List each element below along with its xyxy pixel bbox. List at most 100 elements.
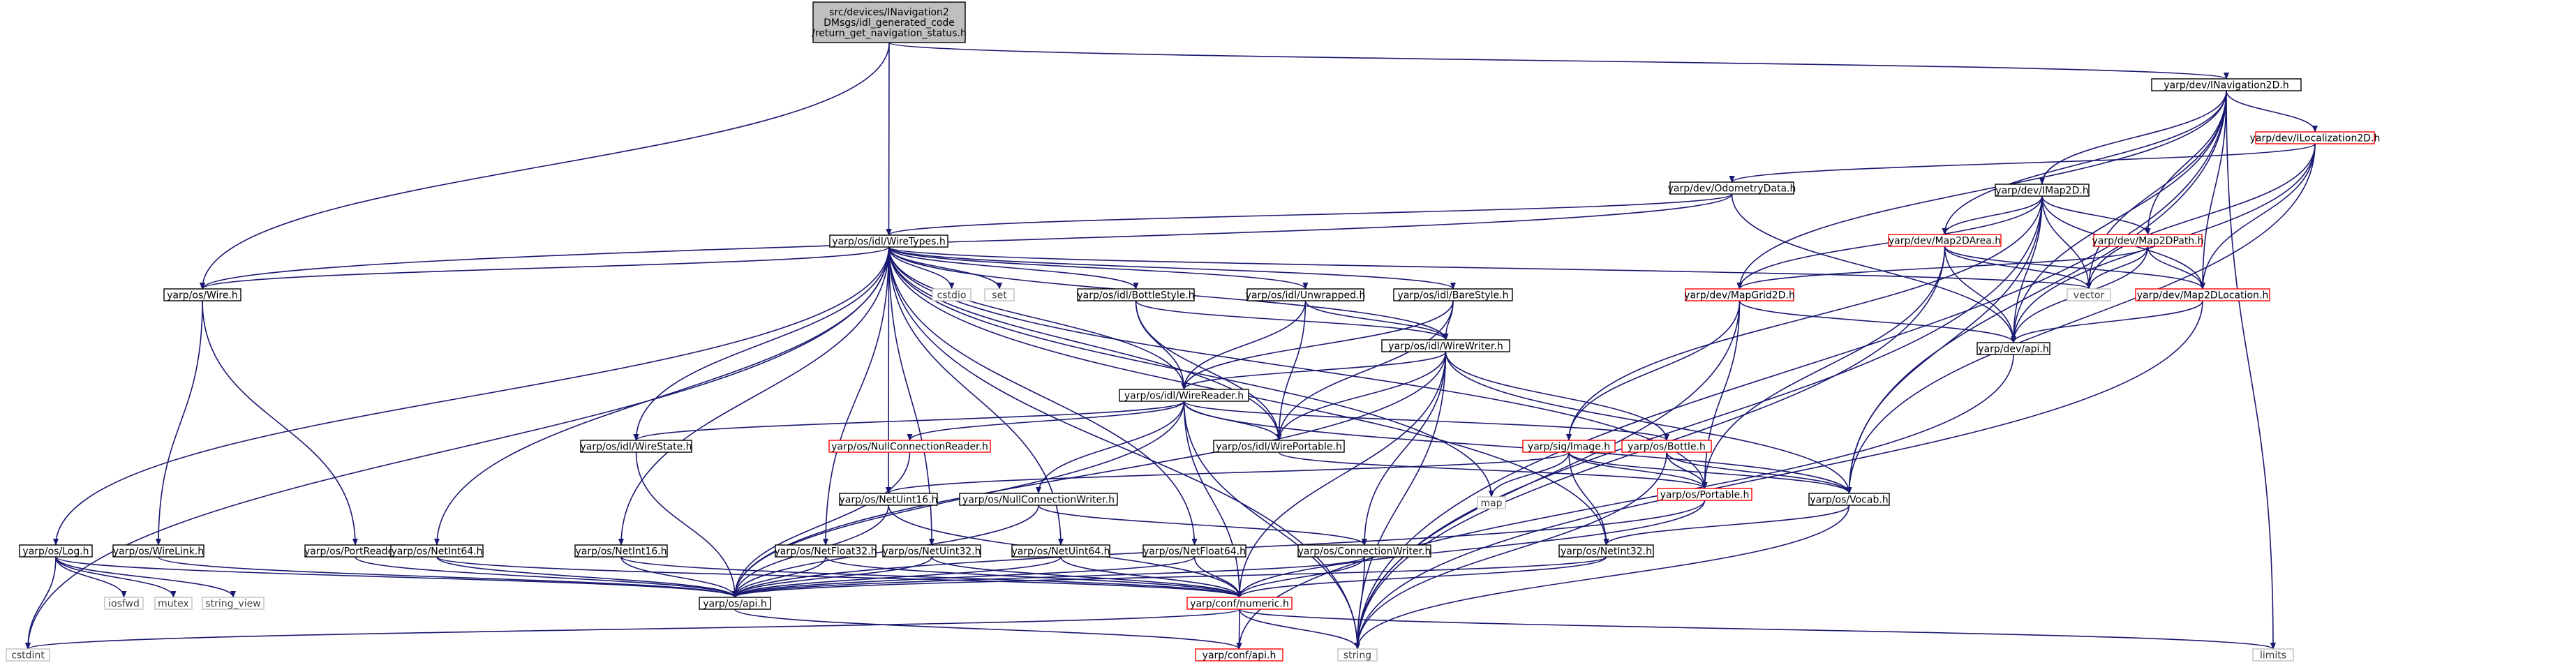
node-imap2d[interactable]: yarp/dev/IMap2D.h	[1995, 184, 2090, 197]
node-bottlestyle[interactable]: yarp/os/idl/BottleStyle.h	[1077, 288, 1195, 301]
node-nullconnwriter[interactable]: yarp/os/NullConnectionWriter.h	[959, 493, 1118, 506]
node-vocab[interactable]: yarp/os/Vocab.h	[1808, 493, 1890, 506]
edge-odom-to-devapi	[1731, 193, 2016, 343]
edge-bottlestyle-to-wirereader	[1135, 300, 1187, 390]
node-devapi[interactable]: yarp/dev/api.h	[1976, 342, 2050, 355]
node-wirelink[interactable]: yarp/os/WireLink.h	[112, 544, 204, 558]
node-netint32[interactable]: yarp/os/NetInt32.h	[1558, 544, 1654, 558]
node-box	[932, 288, 971, 301]
node-netuint32[interactable]: yarp/os/NetUint32.h	[882, 544, 981, 558]
edge-log-to-cstdint	[25, 556, 57, 650]
node-numeric[interactable]: yarp/conf/numeric.h	[1186, 597, 1293, 610]
edge-map2dpath-to-map2dloc	[2147, 246, 2205, 290]
node-confapi[interactable]: yarp/conf/api.h	[1195, 648, 1283, 662]
node-label: yarp/os/NetUint64.h	[1011, 546, 1110, 558]
node-wiretypes[interactable]: yarp/os/idl/WireTypes.h	[829, 234, 948, 248]
edge-wiretypes-to-netfloat32	[823, 246, 890, 546]
node-barestyle[interactable]: yarp/os/idl/BareStyle.h	[1393, 288, 1513, 301]
node-label: yarp/conf/api.h	[1203, 650, 1276, 662]
edge-wiretypes-to-wirestate	[633, 246, 890, 441]
node-label: yarp/conf/numeric.h	[1190, 599, 1289, 610]
edge-inav2d-to-map2darea	[1942, 90, 2227, 235]
edge-numeric-to-string	[1239, 608, 1360, 650]
node-string: string	[1337, 648, 1378, 662]
node-netuint64[interactable]: yarp/os/NetUint64.h	[1011, 544, 1110, 558]
edge-mapgrid2d-to-portable	[1702, 300, 1741, 489]
edge-map2dpath-to-mapgrid2d	[1736, 246, 2149, 290]
node-wirereader[interactable]: yarp/os/idl/WireReader.h	[1119, 389, 1249, 402]
edge-unwrapped-to-wirereader	[1181, 300, 1306, 390]
node-label: yarp/dev/IMap2D.h	[1995, 186, 2088, 197]
node-label: yarp/dev/INavigation2D.h	[2164, 80, 2288, 91]
node-bottle[interactable]: yarp/os/Bottle.h	[1621, 440, 1712, 453]
edge-root-to-inav2d	[888, 42, 2229, 80]
node-label: yarp/os/NetFloat64.h	[1143, 546, 1246, 558]
edge-imap2d-to-vector	[2041, 195, 2092, 290]
node-iloc2d[interactable]: yarp/dev/ILocalization2D.h	[2250, 131, 2381, 144]
edge-wiretypes-to-bottlestyle	[888, 246, 1139, 290]
edge-wiretypes-to-wire	[200, 246, 890, 290]
node-label: vector	[2074, 290, 2105, 301]
node-box	[984, 288, 1015, 301]
node-box	[699, 597, 771, 610]
node-netfloat32[interactable]: yarp/os/NetFloat32.h	[774, 544, 877, 558]
node-label: cstdio	[937, 290, 967, 301]
edge-netuint64-to-osapi	[732, 556, 1062, 598]
node-netint64[interactable]: yarp/os/NetInt64.h	[390, 544, 484, 558]
edge-barestyle-to-wirereader	[1181, 300, 1454, 390]
node-root[interactable]: src/devices/INavigation2DMsgs/idl_genera…	[812, 1, 967, 43]
node-odom[interactable]: yarp/dev/OdometryData.h	[1668, 181, 1796, 195]
node-label: yarp/os/NetUint16.h	[839, 495, 937, 506]
edge-inav2d-to-map2dpath	[2145, 90, 2227, 235]
node-wirewriter[interactable]: yarp/os/idl/WireWriter.h	[1381, 339, 1510, 352]
node-label: yarp/os/NetInt32.h	[1561, 546, 1652, 558]
node-netint16[interactable]: yarp/os/NetInt16.h	[574, 544, 668, 558]
node-image[interactable]: yarp/sig/Image.h	[1522, 440, 1616, 453]
edge-image-to-netuint16	[886, 451, 1570, 494]
edge-unwrapped-to-wireportable	[1276, 300, 1306, 441]
edge-inav2d-to-devapi	[2011, 90, 2227, 343]
edge-inav2d-to-limits	[2226, 90, 2276, 650]
edge-wire-to-wirelink	[156, 300, 203, 546]
node-map2dpath[interactable]: yarp/dev/Map2DPath.h	[2092, 234, 2204, 247]
node-box	[1077, 288, 1195, 301]
node-wire[interactable]: yarp/os/Wire.h	[163, 288, 241, 301]
edge-wirewriter-to-osapi	[732, 351, 1447, 598]
node-label: yarp/dev/api.h	[1978, 344, 2048, 355]
node-wirestate[interactable]: yarp/os/idl/WireState.h	[580, 440, 692, 453]
edge-connwriter-to-string	[1355, 556, 1365, 650]
node-netfloat64[interactable]: yarp/os/NetFloat64.h	[1142, 544, 1246, 558]
node-inav2d[interactable]: yarp/dev/INavigation2D.h	[2151, 78, 2302, 91]
edge-wiretypes-to-netint64	[434, 246, 890, 546]
edge-imap2d-to-image	[1566, 195, 2043, 441]
edge-inav2d-to-map2dloc	[2200, 90, 2227, 290]
edge-mapgrid2d-to-image	[1566, 300, 1741, 441]
node-label: yarp/dev/MapGrid2D.h	[1684, 290, 1795, 301]
edge-netfloat64-to-osapi	[732, 556, 1196, 598]
node-box	[775, 544, 877, 558]
node-netuint16[interactable]: yarp/os/NetUint16.h	[839, 493, 938, 506]
node-unwrapped[interactable]: yarp/os/idl/Unwrapped.h	[1246, 288, 1366, 301]
node-mapgrid2d[interactable]: yarp/dev/MapGrid2D.h	[1684, 288, 1795, 301]
node-box	[1393, 288, 1513, 301]
node-string-view: string_view	[202, 597, 265, 610]
node-wireportable[interactable]: yarp/os/idl/WirePortable.h	[1213, 440, 1345, 453]
node-map2darea[interactable]: yarp/dev/Map2DArea.h	[1888, 234, 2002, 247]
node-log[interactable]: yarp/os/Log.h	[19, 544, 93, 558]
edge-wiretypes-to-netuint16	[886, 246, 892, 494]
edge-bottle-to-vocab	[1666, 451, 1852, 494]
node-osapi[interactable]: yarp/os/api.h	[699, 597, 771, 610]
edge-wiretypes-to-vector	[888, 246, 2092, 290]
node-nullconnreader[interactable]: yarp/os/NullConnectionReader.h	[828, 440, 991, 453]
edge-wirewriter-to-connwriter	[1362, 351, 1447, 546]
node-box	[390, 544, 484, 558]
edge-portable-to-numeric	[1237, 500, 1706, 598]
node-connwriter[interactable]: yarp/os/ConnectionWriter.h	[1297, 544, 1431, 558]
node-map2dloc[interactable]: yarp/dev/Map2DLocation.h	[2135, 288, 2270, 301]
node-portable[interactable]: yarp/os/Portable.h	[1657, 488, 1752, 501]
edge-wiretypes-to-netuint64	[888, 246, 1064, 546]
node-box	[1477, 496, 1506, 509]
node-label: cstdint	[11, 650, 45, 662]
edge-netuint32-to-numeric	[931, 556, 1242, 598]
node-label: yarp/dev/Map2DLocation.h	[2137, 290, 2269, 301]
